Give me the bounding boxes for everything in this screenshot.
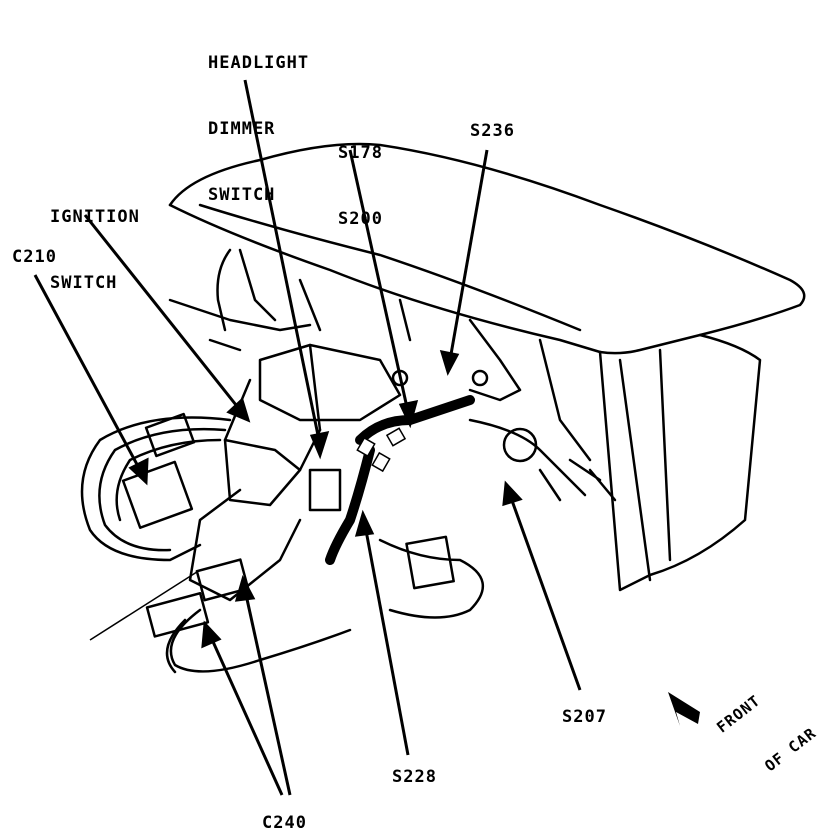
c210-connector-shape (121, 460, 194, 529)
leader-s178 (348, 149, 410, 413)
leader-s236 (448, 149, 489, 361)
leader-ignition (83, 214, 242, 411)
c240-connector-shape (145, 592, 210, 638)
label-c210: C210 (12, 247, 57, 267)
leader-s207 (508, 494, 582, 691)
label-ignition-switch: IGNITION SWITCH (50, 207, 140, 293)
leader-c240-a (208, 634, 284, 796)
leader-dimmer (243, 79, 322, 446)
c210-wire-loop (80, 416, 232, 562)
side-panel (598, 333, 762, 592)
label-s228: S228 (392, 767, 437, 787)
leader-c210 (33, 274, 142, 471)
label-headlight-dimmer-switch: HEADLIGHT DIMMER SWITCH (208, 53, 310, 205)
c240-wire-loop (169, 608, 352, 673)
label-c240: C240 (262, 813, 307, 833)
front-of-car-arrow (668, 692, 700, 726)
leader-c240-b (243, 589, 292, 796)
steering-column (258, 343, 402, 422)
label-s178-s200: S178 S200 (338, 143, 383, 229)
dash-panel-outline (168, 142, 806, 355)
leader-s228 (363, 524, 410, 756)
label-s207: S207 (562, 707, 607, 727)
label-s236: S236 (470, 121, 515, 141)
